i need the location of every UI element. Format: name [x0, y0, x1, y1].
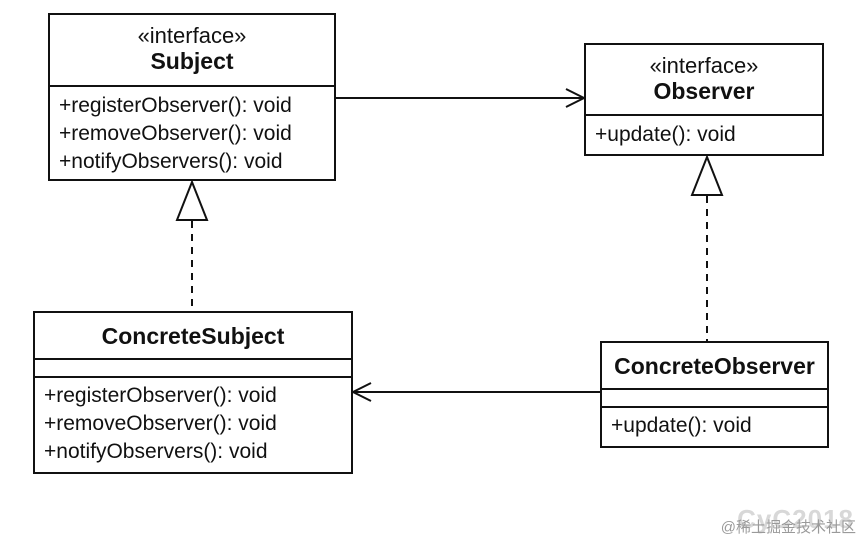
concrete-subject-attributes: [35, 360, 351, 378]
operation: +registerObserver(): void: [44, 384, 277, 407]
concrete-observer-operations: +update(): void: [602, 408, 827, 440]
operation: +update(): void: [595, 123, 736, 146]
subject-operations: +registerObserver(): void +removeObserve…: [50, 87, 334, 176]
operation: +removeObserver(): void: [44, 412, 277, 435]
subject-name: Subject: [150, 48, 234, 74]
subject-header: «interface» Subject: [50, 15, 334, 87]
realization-triangle-subject: [175, 179, 209, 221]
watermark-logo: CyC2018: [737, 504, 854, 534]
operation: +notifyObservers(): void: [59, 150, 283, 173]
subject-stereotype: «interface»: [137, 23, 247, 48]
observer-header: «interface» Observer: [586, 45, 822, 116]
subject-interface-box: «interface» Subject +registerObserver():…: [48, 13, 336, 181]
observer-name: Observer: [653, 78, 755, 104]
concrete-observer-class-box: ConcreteObserver +update(): void: [600, 341, 829, 448]
arrowhead-concretesubject: [350, 382, 372, 402]
watermark-text: @稀土掘金技术社区: [720, 519, 856, 536]
realization-triangle-observer: [690, 154, 724, 196]
concrete-observer-attributes: [602, 390, 827, 408]
concrete-subject-operations: +registerObserver(): void +removeObserve…: [35, 378, 351, 466]
operation: +removeObserver(): void: [59, 122, 292, 145]
concrete-observer-name: ConcreteObserver: [614, 353, 815, 379]
concrete-observer-header: ConcreteObserver: [602, 343, 827, 390]
observer-stereotype: «interface»: [649, 53, 759, 78]
concrete-subject-header: ConcreteSubject: [35, 313, 351, 360]
concrete-subject-name: ConcreteSubject: [101, 323, 285, 349]
observer-operations: +update(): void: [586, 116, 822, 149]
observer-interface-box: «interface» Observer +update(): void: [584, 43, 824, 156]
concrete-subject-class-box: ConcreteSubject +registerObserver(): voi…: [33, 311, 353, 474]
operation: +notifyObservers(): void: [44, 440, 268, 463]
operation: +registerObserver(): void: [59, 94, 292, 117]
operation: +update(): void: [611, 414, 752, 437]
